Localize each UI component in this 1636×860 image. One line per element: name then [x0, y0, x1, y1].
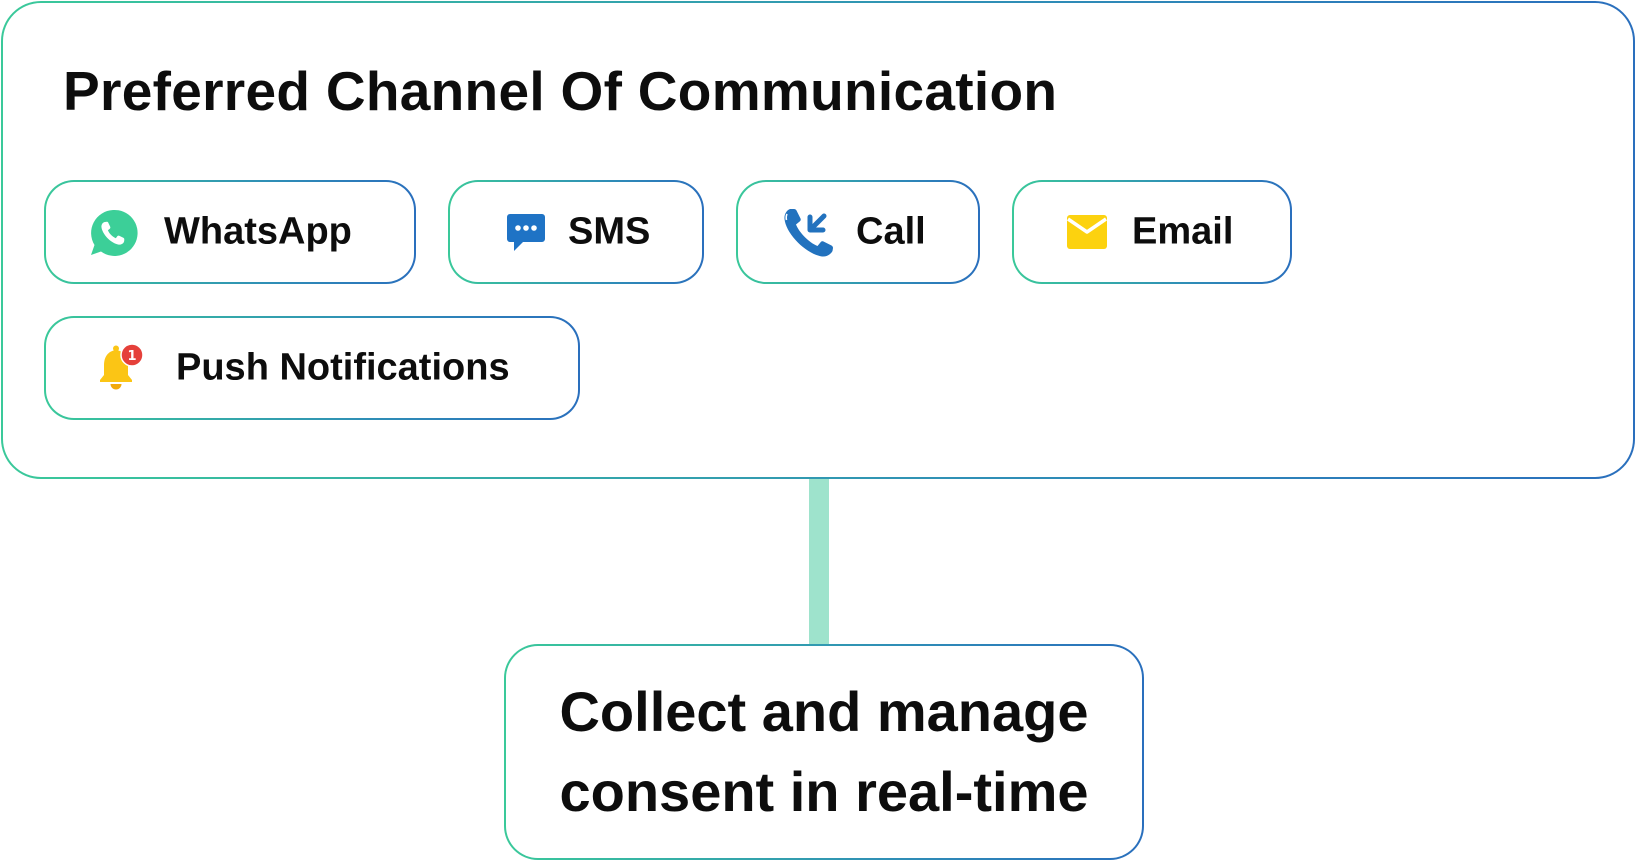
- notification-badge-count: 1: [127, 349, 136, 364]
- consent-box: Collect and manage consent in real-time: [504, 644, 1144, 860]
- notification-badge: [120, 343, 144, 367]
- chat-bubble-icon: [507, 214, 545, 251]
- call-label: Call: [856, 210, 926, 253]
- consent-line-2: consent in real-time: [559, 760, 1089, 823]
- whatsapp-option[interactable]: WhatsApp: [44, 180, 416, 284]
- consent-text: Collect and manage consent in real-time: [506, 672, 1142, 832]
- email-label: Email: [1132, 210, 1234, 253]
- incoming-call-icon: [784, 209, 833, 257]
- envelope-icon: [1067, 215, 1107, 249]
- connector-line: [809, 479, 829, 645]
- bell-icon: 1: [100, 343, 144, 390]
- sms-label: SMS: [568, 210, 651, 253]
- consent-line-1: Collect and manage: [559, 680, 1089, 743]
- sms-option[interactable]: SMS: [448, 180, 704, 284]
- push-notifications-option[interactable]: 1 Push Notifications: [44, 316, 580, 420]
- push-notifications-label: Push Notifications: [176, 346, 510, 389]
- email-option[interactable]: Email: [1012, 180, 1292, 284]
- card-title: Preferred Channel Of Communication: [63, 60, 1058, 122]
- whatsapp-label: WhatsApp: [164, 210, 352, 253]
- call-option[interactable]: Call: [736, 180, 980, 284]
- whatsapp-icon: [91, 209, 138, 256]
